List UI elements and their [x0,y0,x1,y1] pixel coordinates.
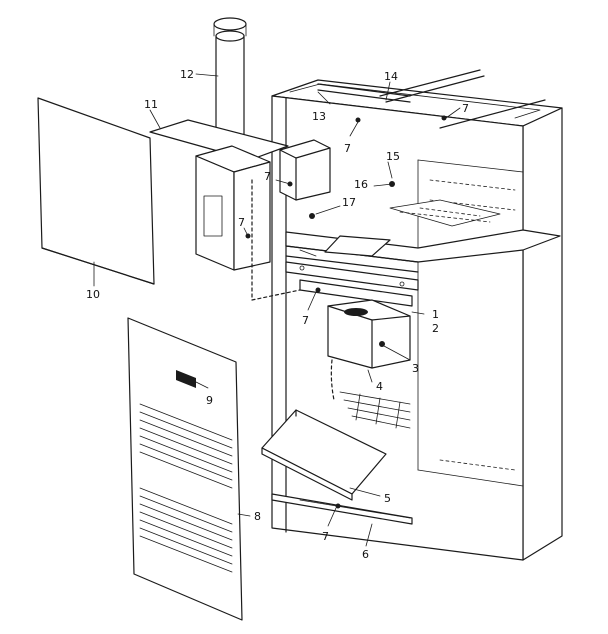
lower-door-panel [127,317,243,621]
upper-door-panel [37,97,155,285]
callout-7e: 7 [302,314,309,327]
callout-11: 11 [144,98,158,111]
heat-exchanger [339,391,411,429]
callout-12: 12 [180,68,194,81]
callout-4: 4 [376,380,383,393]
callout-2: 2 [432,322,439,335]
callout-10: 10 [86,288,100,301]
leader-lines [93,73,461,547]
burner-rail [285,261,419,307]
callout-labels: 1 2 3 4 5 6 7 7 7 7 7 7 8 9 10 11 12 13 … [86,68,469,561]
callout-7f: 7 [322,530,329,543]
screws [245,115,447,509]
callout-6: 6 [362,548,369,561]
blower-housing [327,299,411,369]
callout-7b: 7 [344,142,351,155]
door-label-plate [176,370,196,388]
callout-7a: 7 [462,102,469,115]
callout-3: 3 [412,362,419,375]
callout-7c: 7 [264,170,271,183]
callout-9: 9 [206,394,213,407]
flue-pipe [213,17,247,146]
draft-hood [195,145,301,301]
callout-5: 5 [384,492,391,505]
callout-13: 13 [312,110,326,123]
callout-17: 17 [342,196,356,209]
callout-1: 1 [432,308,439,321]
cabinet-right-side [522,107,563,561]
top-rail-brackets [317,69,546,129]
partition-shelf [285,199,561,273]
callout-8: 8 [254,510,261,523]
bottom-rail [271,493,413,525]
callout-14: 14 [384,70,398,83]
callout-15: 15 [386,150,400,163]
callout-7d: 7 [238,216,245,229]
bottom-tray [261,409,387,501]
flex-hose [330,359,335,401]
callout-16: 16 [354,178,368,191]
control-box [279,139,331,201]
